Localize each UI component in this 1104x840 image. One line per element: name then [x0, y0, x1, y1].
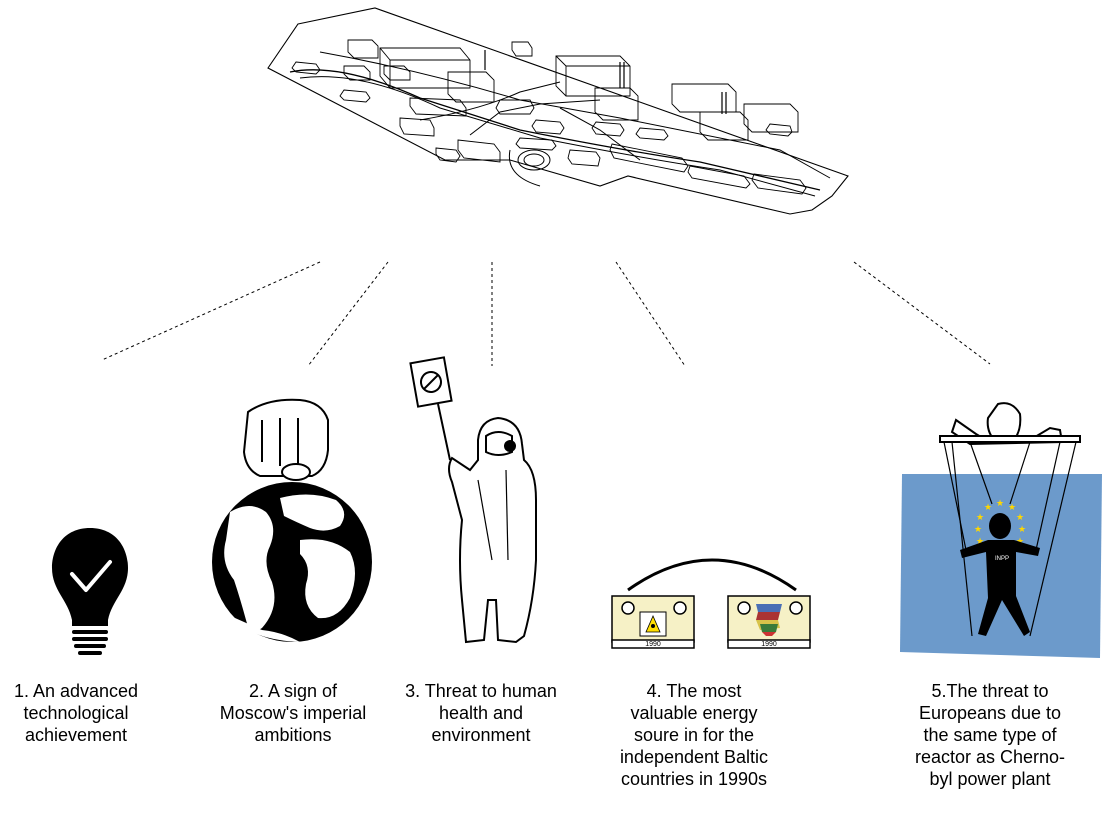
connector-lines [101, 261, 991, 367]
svg-text:★: ★ [976, 513, 984, 523]
connector-5 [853, 261, 991, 365]
svg-text:★: ★ [974, 525, 982, 535]
caption-1-line: 1. An advanced [13, 681, 139, 701]
svg-text:★: ★ [976, 537, 984, 547]
caption-4-line: independent Baltic [619, 747, 769, 767]
caption-5: 5.The threat to Europeans due to the sam… [900, 680, 1080, 790]
battery-right: 1990 [727, 595, 811, 649]
caption-4-line: 4. The most [646, 681, 742, 701]
connector-4 [615, 261, 686, 367]
fist-over-globe-icon [212, 398, 372, 642]
caption-5-line: the same type of [923, 725, 1057, 745]
caption-1-line: achievement [24, 725, 128, 745]
caption-3-line: health and [438, 703, 524, 723]
caption-1-line: technological [23, 703, 129, 723]
caption-4-line: countries in 1990s [620, 769, 768, 789]
connector-2 [307, 261, 389, 367]
eu-puppet-icon: ★★★ ★★★ ★★★ ★★★ INPP [900, 402, 1102, 658]
fist-icon [242, 398, 329, 481]
baltic-map-icon [756, 604, 782, 636]
puppet-figure [960, 513, 1040, 636]
puppet-label: INPP [995, 556, 1009, 562]
caption-2-line: 2. A sign of [248, 681, 338, 701]
lightbulb-check-icon [52, 528, 128, 655]
svg-text:★: ★ [984, 503, 992, 513]
caption-4: 4. The most valuable energy soure in for… [606, 680, 782, 790]
caption-4-line: valuable energy [630, 703, 758, 723]
caption-1: 1. An advanced technological achievement [0, 680, 152, 746]
caption-4-line: soure in for the [633, 725, 755, 745]
caption-3-line: 3. Threat to human [405, 681, 557, 701]
caption-5-line: Europeans due to [918, 703, 1062, 723]
caption-2: 2. A sign of Moscow's imperial ambitions [206, 680, 380, 746]
svg-text:★: ★ [1018, 525, 1026, 535]
connector-1 [101, 261, 321, 361]
no-nuclear-icon [420, 371, 442, 393]
caption-5-line: byl power plant [929, 769, 1051, 789]
battery-left-year: 1990 [645, 641, 661, 648]
caption-5-line: reactor as Cherno- [914, 747, 1066, 767]
plant-aerial-map [267, 7, 849, 215]
connected-batteries-icon: 1990 1990 [611, 558, 811, 649]
checkmark-icon [70, 560, 112, 592]
caption-3-line: environment [431, 725, 531, 745]
svg-text:★: ★ [1008, 503, 1016, 513]
battery-right-year: 1990 [761, 641, 777, 648]
svg-text:★: ★ [996, 499, 1004, 509]
caption-3: 3. Threat to human health and environmen… [390, 680, 572, 746]
caption-2-line: ambitions [254, 725, 332, 745]
hazmat-protester-icon [409, 356, 537, 644]
svg-text:★: ★ [1016, 513, 1024, 523]
caption-2-line: Moscow's imperial [219, 703, 367, 723]
caption-5-line: 5.The threat to [931, 681, 1049, 701]
battery-left: 1990 [611, 595, 695, 649]
